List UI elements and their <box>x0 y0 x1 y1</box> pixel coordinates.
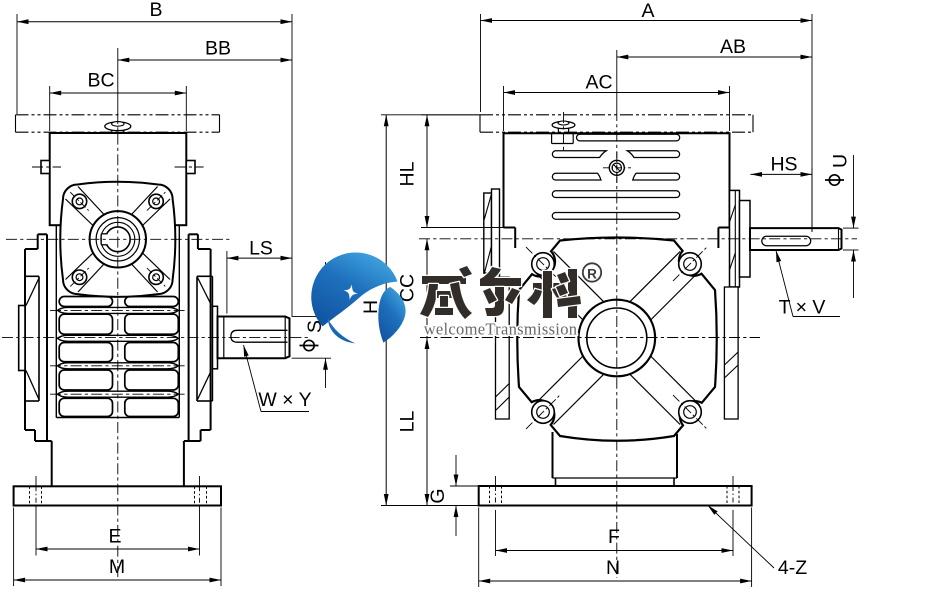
svg-text:BB: BB <box>205 38 231 60</box>
svg-text:BC: BC <box>87 70 114 92</box>
svg-text:HL: HL <box>397 161 419 186</box>
svg-text:U: U <box>830 154 852 168</box>
svg-text:LS: LS <box>249 238 273 260</box>
svg-text:CC: CC <box>397 274 419 302</box>
svg-text:E: E <box>108 526 121 548</box>
svg-text:4-Z: 4-Z <box>778 557 807 579</box>
svg-text:T × V: T × V <box>779 297 826 319</box>
svg-text:A: A <box>641 0 654 22</box>
svg-text:welcomeTransmission: welcomeTransmission <box>424 320 578 339</box>
svg-text:H: H <box>360 300 382 314</box>
svg-text:M: M <box>109 556 125 578</box>
svg-text:HS: HS <box>770 154 797 176</box>
svg-text:B: B <box>149 0 162 21</box>
svg-text:LL: LL <box>397 411 419 433</box>
svg-text:AB: AB <box>720 36 746 58</box>
svg-text:F: F <box>608 526 620 548</box>
svg-text:N: N <box>606 557 620 579</box>
svg-text:AC: AC <box>585 72 612 94</box>
svg-text:W × Y: W × Y <box>258 389 311 411</box>
svg-text:R: R <box>587 267 597 282</box>
svg-text:G: G <box>427 488 449 503</box>
